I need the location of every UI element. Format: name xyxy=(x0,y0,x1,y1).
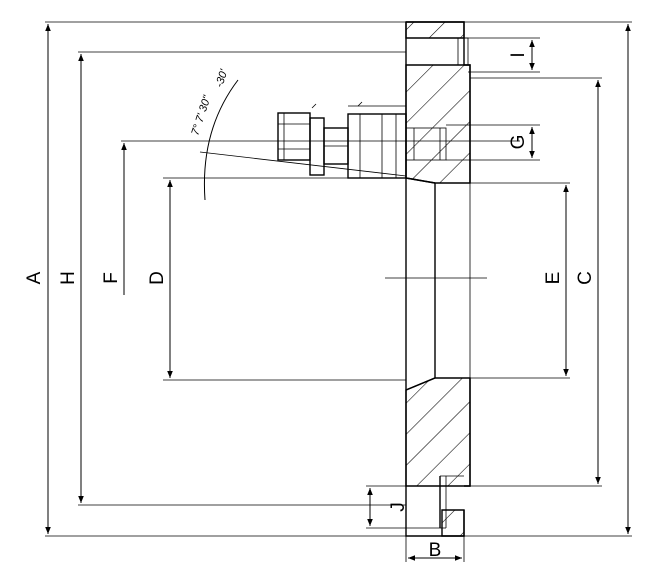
label-J: J xyxy=(388,502,409,512)
extension-lines xyxy=(45,21,632,562)
label-B: B xyxy=(429,540,442,561)
label-C: C xyxy=(575,271,596,285)
bolt-assembly xyxy=(277,101,407,179)
upper-hatched-section xyxy=(405,64,471,184)
angle-tolerance: -30' xyxy=(213,67,230,89)
lower-hatched-section xyxy=(405,377,471,487)
label-D: D xyxy=(147,271,168,285)
top-lip-hatched xyxy=(405,21,465,39)
label-H: H xyxy=(58,271,79,285)
label-G: G xyxy=(508,135,529,150)
angle-label: 7° 7' 30" xyxy=(189,93,213,137)
label-F: F xyxy=(101,272,122,284)
label-E: E xyxy=(543,272,564,285)
dimension-lines xyxy=(45,24,631,561)
label-A: A xyxy=(24,271,45,284)
adapter-plate-body xyxy=(385,21,487,537)
bottom-lip-hatched xyxy=(441,509,465,537)
label-I: I xyxy=(508,52,529,57)
